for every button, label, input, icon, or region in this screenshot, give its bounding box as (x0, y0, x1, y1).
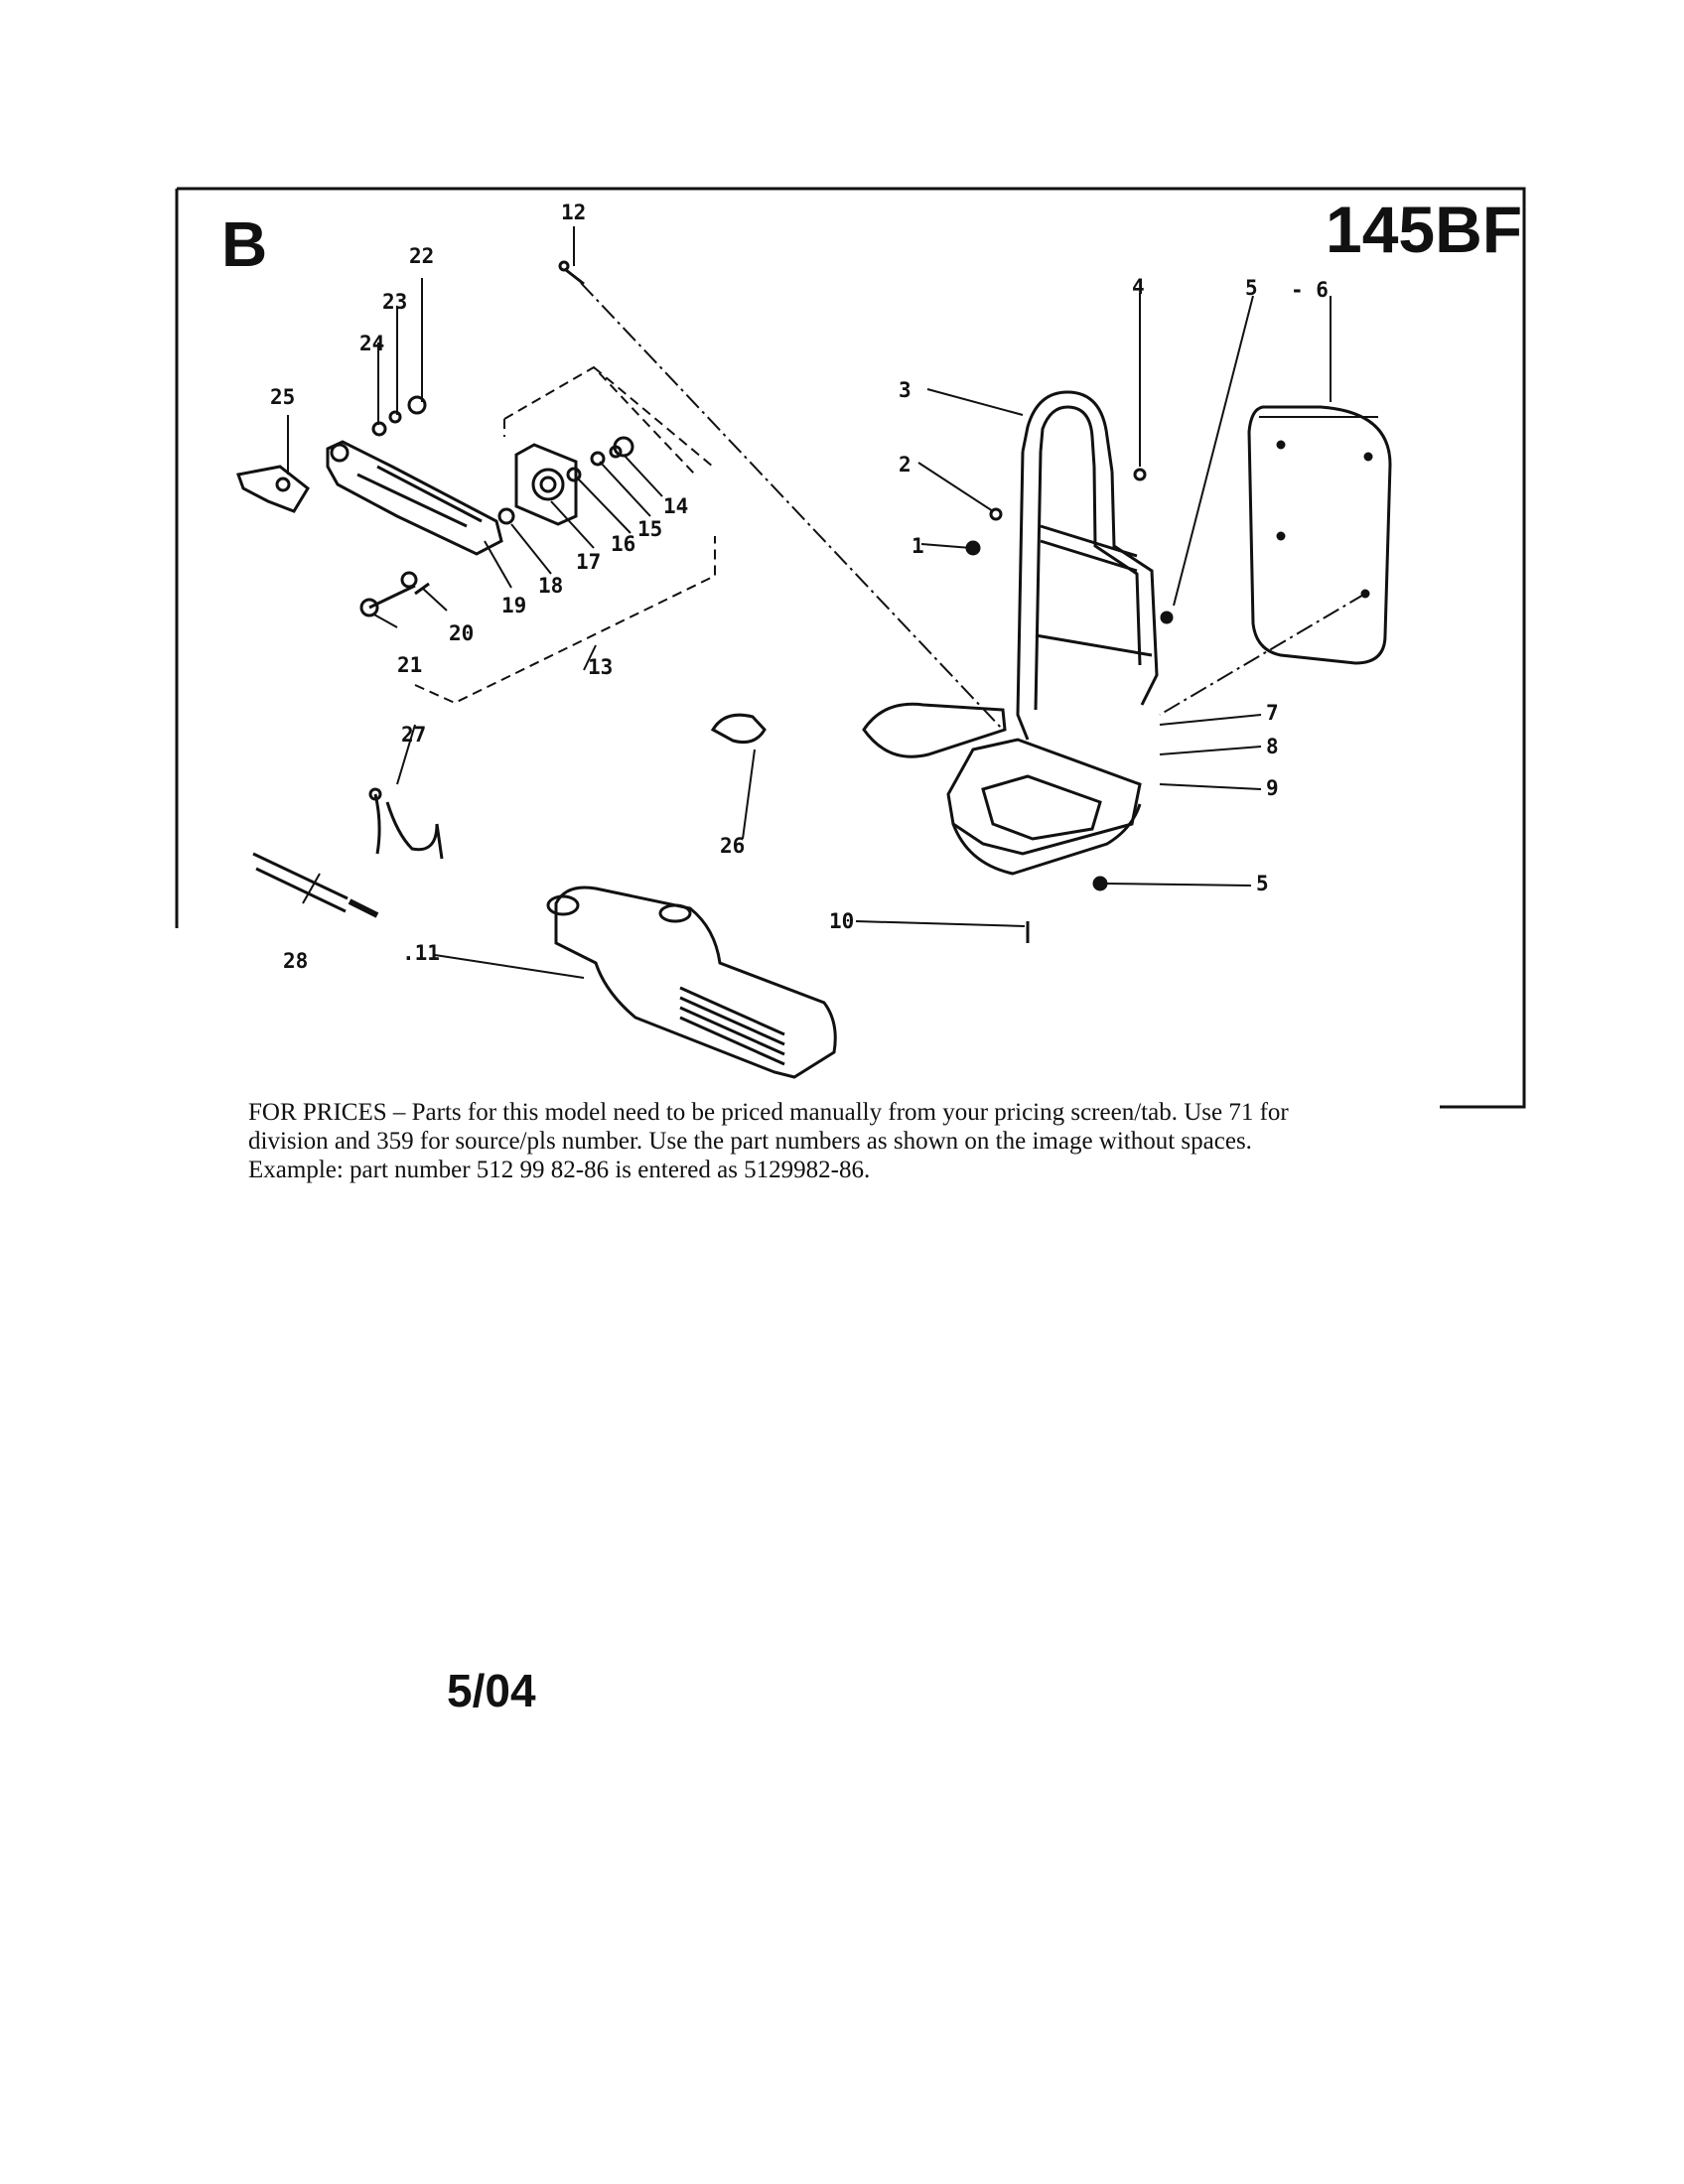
part-11-tank (554, 886, 837, 1079)
leader-pad (1159, 593, 1366, 716)
kit-bracket (414, 365, 716, 705)
part-label-21: 21 (397, 653, 423, 677)
part-6-back-pad (1247, 405, 1392, 665)
part-label-28: 28 (283, 949, 309, 973)
part-label-19: 19 (501, 594, 527, 617)
model-number: 145BF (1326, 193, 1523, 266)
leader-12 (580, 282, 1004, 731)
part-3-frame (1021, 390, 1114, 473)
part-label-1: 1 (912, 534, 924, 558)
part-label-16: 16 (611, 532, 636, 556)
pricing-note-line-3: Example: part number 512 99 82-86 is ent… (248, 1157, 871, 1183)
part-label-13: 13 (588, 655, 614, 679)
leaders (287, 226, 1332, 979)
part-label-25: 25 (270, 385, 296, 409)
part-label-7: 7 (1266, 701, 1279, 725)
part-27-cable (373, 793, 444, 860)
part-label-10: 10 (829, 909, 855, 933)
part-26-strap (710, 713, 767, 745)
part-label-15: 15 (637, 517, 663, 541)
part-label-27: 27 (401, 723, 427, 747)
part-label-22: 22 (409, 244, 435, 268)
frame-base (946, 738, 1142, 856)
part-label-5a: 5 (1245, 276, 1258, 300)
part-19-plate (326, 440, 503, 556)
revision-date: 5/04 (447, 1665, 536, 1716)
pricing-note-line-1: FOR PRICES – Parts for this model need t… (248, 1099, 1289, 1126)
part-25-bracket (235, 465, 310, 513)
part-label-23: 23 (382, 290, 408, 314)
part-label-9: 9 (1266, 776, 1279, 800)
pricing-note: FOR PRICES – Parts for this model need t… (248, 1098, 1420, 1184)
part-label-18: 18 (538, 574, 564, 598)
part-label-6: - 6 (1291, 278, 1329, 302)
part-label-8: 8 (1266, 735, 1279, 758)
part-label-3: 3 (899, 378, 912, 402)
part-label-12: 12 (561, 201, 587, 224)
part-label-17: 17 (576, 550, 602, 574)
section-letter: B (221, 208, 268, 280)
part-label-11: .11 (402, 941, 440, 965)
part-17-flange (514, 443, 578, 526)
pricing-note-line-2: division and 359 for source/pls number. … (248, 1128, 1252, 1155)
part-label-26: 26 (720, 834, 746, 858)
part-label-5b: 5 (1256, 872, 1269, 895)
part-28-spring (252, 852, 349, 913)
part-label-4: 4 (1132, 275, 1145, 299)
frame-border (175, 187, 1526, 1109)
part-label-2: 2 (899, 453, 912, 477)
part-label-24: 24 (359, 332, 385, 355)
part-label-20: 20 (449, 621, 475, 645)
part-label-14: 14 (663, 494, 689, 518)
